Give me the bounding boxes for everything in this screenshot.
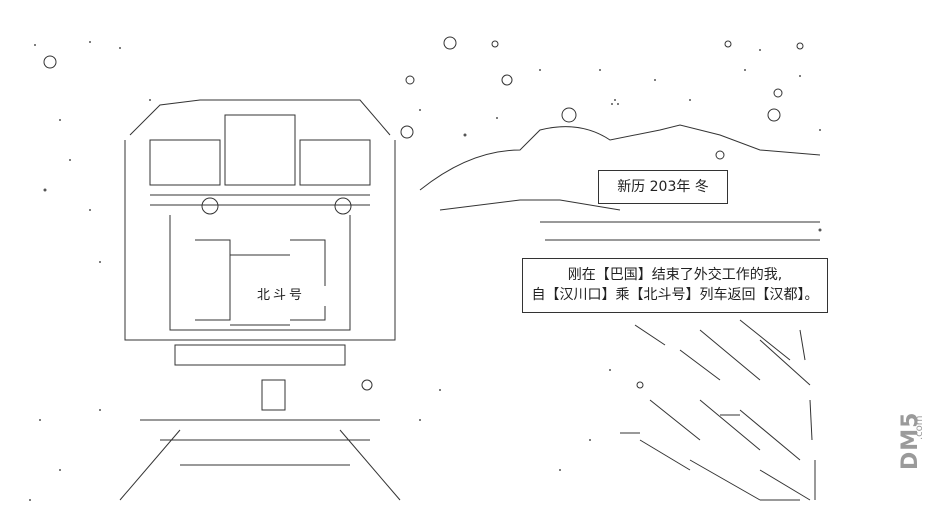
train-window-right xyxy=(299,139,371,186)
snowflake xyxy=(361,379,373,391)
train-name-plate: 北斗号 xyxy=(236,286,326,306)
caption-box: 刚在【巴国】结束了外交工作的我, 自【汉川口】乘【北斗号】列车返回【汉都】。 xyxy=(522,258,828,313)
snowflake xyxy=(724,40,732,48)
date-label: 新历 203年 冬 xyxy=(617,179,709,195)
snowflake xyxy=(405,75,415,85)
snowflake xyxy=(796,42,804,50)
train-roof xyxy=(129,99,391,136)
headlight-right xyxy=(334,197,352,215)
mountains xyxy=(419,124,821,191)
hillside-lines xyxy=(620,319,816,501)
snowflake xyxy=(443,36,457,50)
snowflake xyxy=(767,108,781,122)
watermark-domain: .com xyxy=(914,415,925,440)
headlight-left xyxy=(201,197,219,215)
date-label-box: 新历 203年 冬 xyxy=(598,170,728,204)
snowflake xyxy=(636,381,644,389)
train-front xyxy=(124,140,396,341)
snowflake xyxy=(561,107,577,123)
snowflake xyxy=(501,74,513,86)
snowflake xyxy=(715,150,725,160)
train-center-window xyxy=(224,114,296,186)
snowflake xyxy=(43,55,57,69)
train-window-left xyxy=(149,139,221,186)
caption-line-2: 自【汉川口】乘【北斗号】列车返回【汉都】。 xyxy=(531,287,819,303)
snowflake xyxy=(491,40,499,48)
snowflake xyxy=(400,125,414,139)
train-coupler xyxy=(261,379,286,411)
snowflake xyxy=(773,88,783,98)
caption-line-1: 刚在【巴国】结束了外交工作的我, xyxy=(567,267,783,283)
